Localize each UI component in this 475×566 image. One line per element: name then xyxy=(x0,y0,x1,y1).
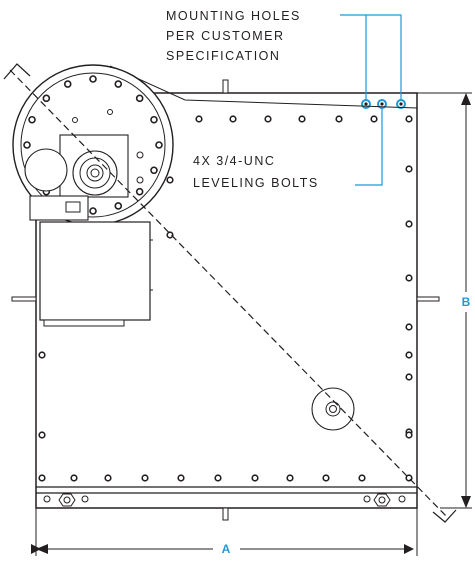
perimeter-hole xyxy=(335,115,343,123)
perimeter-hole xyxy=(38,474,46,482)
perimeter-hole xyxy=(214,474,222,482)
mounting-holes-label-line3: SPECIFICATION xyxy=(166,49,280,63)
perimeter-hole xyxy=(370,115,378,123)
perimeter-hole xyxy=(166,231,174,239)
perimeter-hole xyxy=(104,474,112,482)
leveling-bolt-boss xyxy=(311,387,355,431)
bottom-rail-hardware-left xyxy=(43,493,89,507)
mounting-holes-label-line2: PER CUSTOMER xyxy=(166,29,284,43)
perimeter-hole xyxy=(405,373,413,381)
flange-bolt xyxy=(150,166,158,175)
flange-bolt xyxy=(135,187,144,196)
diagonal-end-mark-bottom xyxy=(432,509,457,523)
dimension-b-label: B xyxy=(462,295,471,309)
perimeter-hole xyxy=(70,474,78,482)
perimeter-hole xyxy=(298,115,306,123)
perimeter-hole xyxy=(251,474,259,482)
perimeter-hole xyxy=(229,115,237,123)
perimeter-hole xyxy=(358,474,366,482)
dimension-a: A xyxy=(31,508,418,556)
perimeter-holes xyxy=(38,115,413,482)
perimeter-hole xyxy=(405,323,413,331)
flange-bolt xyxy=(89,75,97,83)
flange-bolt xyxy=(23,141,31,149)
leveling-bolts-label-line1: 4X 3/4-UNC xyxy=(193,154,275,168)
diagonal-reference-line xyxy=(9,69,449,519)
perimeter-hole xyxy=(264,115,272,123)
mounting-holes-callout: MOUNTING HOLES PER CUSTOMER SPECIFICATIO… xyxy=(166,9,402,100)
diagonal-end-mark-top xyxy=(3,63,31,80)
perimeter-hole xyxy=(141,474,149,482)
perimeter-hole xyxy=(38,431,46,439)
dimension-a-label: A xyxy=(222,542,231,556)
flange-bolt xyxy=(114,202,123,210)
bottom-tab xyxy=(222,507,229,521)
perimeter-hole xyxy=(177,474,185,482)
perimeter-hole xyxy=(166,176,174,184)
perimeter-hole xyxy=(286,474,294,482)
dimension-b: B xyxy=(417,92,472,509)
rotary-head-assembly xyxy=(12,64,418,327)
perimeter-hole xyxy=(405,220,413,228)
perimeter-hole xyxy=(195,115,203,123)
flange-bolt xyxy=(150,115,158,124)
top-tab xyxy=(222,79,229,94)
flange-bolt xyxy=(42,94,51,103)
flange-bolt xyxy=(89,207,97,215)
flange-bolt xyxy=(28,115,36,124)
perimeter-hole xyxy=(405,165,413,173)
perimeter-hole xyxy=(405,115,413,123)
perimeter-hole xyxy=(405,351,413,359)
right-tab xyxy=(416,296,440,302)
perimeter-hole xyxy=(405,274,413,282)
perimeter-hole xyxy=(405,431,413,439)
bottom-rail-hardware-right xyxy=(363,493,406,507)
mounting-holes-label-line1: MOUNTING HOLES xyxy=(166,9,301,23)
flange-bolt xyxy=(63,80,72,88)
flange-bolt xyxy=(135,94,144,103)
flange-bolt xyxy=(155,141,163,149)
leveling-bolts-callout: 4X 3/4-UNC LEVELING BOLTS xyxy=(193,108,383,190)
left-tab xyxy=(11,296,37,302)
perimeter-hole xyxy=(322,474,330,482)
flange-bolt xyxy=(114,80,123,88)
leveling-bolts-label-line2: LEVELING BOLTS xyxy=(193,176,319,190)
perimeter-hole xyxy=(38,351,46,359)
